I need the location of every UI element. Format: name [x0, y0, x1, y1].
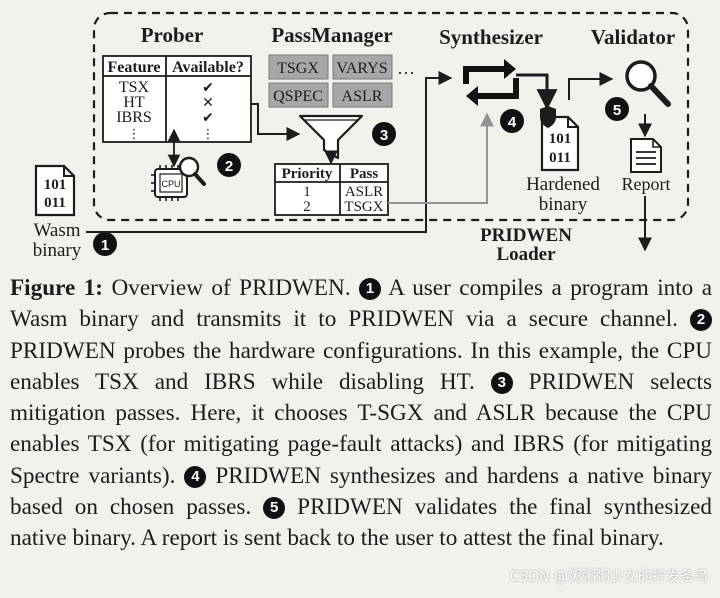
caption-text-2-p: P: [10, 337, 23, 364]
hardened-bits-1: 101: [549, 131, 572, 147]
prober-feature-table: Feature Available? TSX HT IBRS ✔ ✕ ✔ ⋮ ⋮: [102, 55, 252, 143]
figure-caption: Figure 1: Overview of PRIDWEN. 1 A user …: [10, 273, 713, 555]
feature-ellipsis: ⋮: [128, 127, 141, 142]
caption-text-2-post: probes the hardware configurations. In t…: [10, 337, 713, 395]
prober-to-filter-arrow: [251, 103, 301, 141]
step-5-badge: 5: [605, 97, 629, 121]
pass-varys: VARYS: [336, 60, 387, 77]
caption-text-3-post: selects mitigation passes. Here, it choo…: [10, 368, 713, 489]
caption-text-1-pre: A user compiles a program into a Wasm bi…: [10, 275, 713, 333]
feature-tsx: TSX: [119, 79, 150, 96]
caption-text-4-p: P: [215, 462, 229, 489]
caption-text-3-sc: RIDWEN: [541, 368, 635, 395]
prober-header-available: Available?: [172, 59, 244, 76]
caption-text-3-p: P: [528, 368, 542, 395]
available-ellipsis: ⋮: [202, 127, 215, 142]
wasm-bits-2: 011: [44, 195, 66, 211]
priority-1: 1: [303, 184, 311, 200]
loader-boundary: [92, 11, 690, 222]
step-1-badge: 1: [93, 232, 117, 256]
priority-to-synthesizer-arrow: [388, 112, 494, 204]
pass-qspec: QSPEC: [273, 88, 323, 105]
prober-header-feature: Feature: [107, 59, 160, 76]
caption-text-1-post: via a secure channel.: [466, 306, 678, 333]
wasm-bits-1: 101: [44, 177, 67, 193]
pass-tsgx: TSGX: [277, 60, 319, 77]
figure-label: Figure 1:: [10, 275, 104, 301]
svg-text:3: 3: [380, 127, 388, 144]
step-3-badge: 3: [372, 122, 396, 146]
caption-text-4-post: synthesizes and hardens a native binary …: [10, 462, 713, 521]
hardened-to-validator-arrow: [568, 72, 614, 100]
available-ibrs: ✔: [202, 110, 214, 126]
step-2-badge: 2: [217, 153, 241, 177]
caption-text-5-post: validates the final synthesized native b…: [10, 494, 713, 552]
pass-header: Pass: [350, 166, 379, 182]
caption-text-4-sc: RIDWEN: [228, 462, 321, 489]
available-ht: ✕: [202, 95, 214, 111]
pass-aslr: ASLR: [342, 88, 383, 105]
caption-step-3-badge: 3: [490, 371, 513, 394]
hardened-binary-file-icon: 101 011: [540, 115, 580, 172]
figure-title-pre: Overview of P: [111, 275, 253, 301]
caption-step-1-badge: 1: [359, 278, 382, 300]
loader-label-1: PRIDWEN: [480, 225, 572, 246]
available-tsx: ✔: [202, 80, 214, 96]
pass-more-ellipsis: ···: [397, 63, 415, 83]
cpu-label: CPU: [161, 179, 180, 189]
hardened-bits-2: 011: [549, 150, 571, 166]
shield-icon: [540, 106, 556, 128]
cpu-icon: CPU: [151, 165, 188, 201]
svg-text:5: 5: [613, 102, 621, 119]
pass-row-2: TSGX: [344, 199, 383, 215]
hardened-binary-label-1: Hardened: [526, 174, 600, 195]
synthesizer-cycle-icon: [463, 59, 519, 106]
svg-text:4: 4: [508, 114, 517, 131]
pass-row-1: ASLR: [345, 184, 383, 200]
synthesizer-to-hardened-arrow: [516, 73, 558, 111]
wasm-binary-file-icon: 101 011: [34, 164, 76, 217]
caption-step-5-badge: 5: [263, 497, 286, 520]
loader-label-2: Loader: [496, 244, 556, 265]
figure-title-sc: RIDWEN: [252, 275, 345, 301]
watermark-text: CSDN @粥粥粥少女的拧发条鸟: [509, 569, 708, 585]
pridwen-overview-diagram: 101 011 Wasm binary 1 Prober Feature Ava…: [33, 11, 690, 265]
caption-step-4-badge: 4: [184, 465, 207, 488]
figure-title-post: .: [344, 275, 351, 301]
pass-candidate-grid: TSGX VARYS QSPEC ASLR ···: [268, 54, 415, 108]
filter-funnel-icon: [298, 114, 364, 160]
caption-step-2-badge: 2: [690, 309, 713, 332]
synthesizer-title: Synthesizer: [439, 25, 543, 49]
validator-search-icon: [625, 60, 671, 107]
step-4-badge: 4: [500, 109, 524, 133]
hardened-binary-label-2: binary: [539, 194, 588, 215]
magnifier-icon: [178, 156, 206, 186]
caption-text-2-sc: RIDWEN: [22, 337, 116, 364]
caption-paragraph: Figure 1: Overview of PRIDWEN. 1 A user …: [10, 273, 713, 555]
feature-ibrs: IBRS: [116, 109, 152, 126]
wasm-to-synthesizer-arrow: [86, 71, 453, 233]
report-label: Report: [622, 174, 671, 194]
priority-pass-table: Priority Pass 1 ASLR 2 TSGX: [274, 163, 389, 216]
caption-text-1-sc: RIDWEN: [361, 306, 454, 333]
caption-text-5-sc: RIDWEN: [310, 494, 403, 521]
svg-text:1: 1: [101, 237, 109, 254]
priority-header: Priority: [282, 166, 333, 182]
wasm-binary-label-1: Wasm: [33, 220, 80, 241]
caption-text-5-p: P: [297, 494, 311, 521]
wasm-binary-label-2: binary: [33, 240, 82, 261]
svg-text:2: 2: [225, 158, 233, 175]
report-document-icon: [630, 138, 662, 173]
feature-ht: HT: [123, 94, 145, 111]
priority-2: 2: [303, 199, 311, 215]
validator-title: Validator: [591, 25, 675, 49]
prober-title: Prober: [141, 23, 204, 47]
passmanager-title: PassManager: [271, 23, 392, 47]
